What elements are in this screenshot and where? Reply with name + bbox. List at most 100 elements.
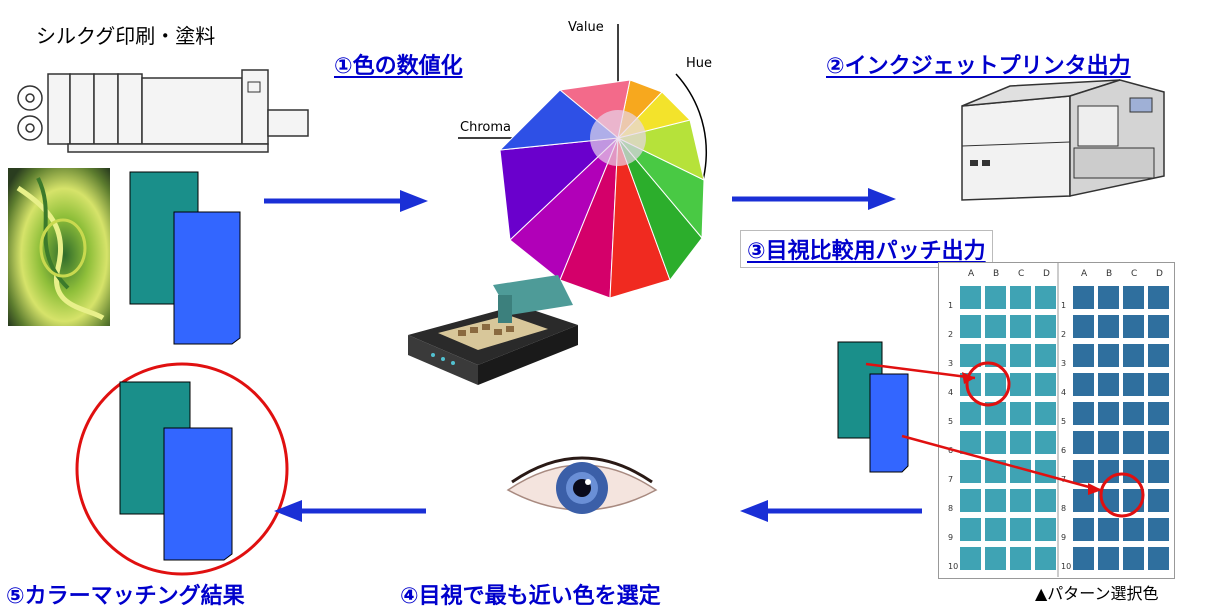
patch-right-patch bbox=[1073, 547, 1094, 570]
patch-left-col-B: B bbox=[993, 269, 999, 279]
patch-right-patch bbox=[1098, 431, 1119, 454]
step4-title: ④目視で最も近い色を選定 bbox=[400, 584, 661, 609]
spectrophotometer-illustration bbox=[408, 275, 578, 385]
step1-title: ①色の数値化 bbox=[334, 54, 463, 79]
patch-left-patch bbox=[960, 547, 981, 570]
patch-left-patch bbox=[985, 315, 1006, 338]
patch-right-patch bbox=[1148, 344, 1169, 367]
patch-right-row-label: 5 bbox=[1061, 417, 1066, 426]
patch-left-patch bbox=[985, 373, 1006, 396]
patch-left-patch bbox=[960, 315, 981, 338]
patch-left-row-label: 9 bbox=[948, 533, 953, 542]
patch-left-row-label: 5 bbox=[948, 417, 953, 426]
patch-left-patch bbox=[985, 518, 1006, 541]
patch-right-patch bbox=[1148, 402, 1169, 425]
patch-right-patch bbox=[1123, 286, 1144, 309]
patch-left-patch bbox=[1035, 344, 1056, 367]
patch-right-patch bbox=[1148, 547, 1169, 570]
patch-right-patch bbox=[1148, 460, 1169, 483]
patch-right-col-D: D bbox=[1156, 269, 1163, 279]
patch-left-patch bbox=[985, 344, 1006, 367]
patch-right-patch bbox=[1098, 518, 1119, 541]
patch-left-patch bbox=[960, 431, 981, 454]
patch-grid: ABCD12345678910ABCD12345678910 bbox=[948, 262, 1169, 577]
patch-right-col-C: C bbox=[1131, 269, 1137, 279]
patch-right-patch bbox=[1073, 431, 1094, 454]
patch-left-patch bbox=[1010, 547, 1031, 570]
eye-illustration bbox=[498, 430, 666, 540]
patch-left-patch bbox=[1035, 286, 1056, 309]
printing-press-illustration bbox=[17, 69, 309, 153]
patch-right-patch bbox=[1098, 344, 1119, 367]
patch-left-row-label: 3 bbox=[948, 359, 953, 368]
patch-right-row-label: 8 bbox=[1061, 504, 1066, 513]
value-axis-label: Value bbox=[568, 20, 604, 35]
patch-right-row-label: 10 bbox=[1061, 562, 1071, 571]
result-swatches bbox=[119, 381, 233, 561]
patch-left-patch bbox=[960, 286, 981, 309]
arrow-to-step4 bbox=[740, 500, 922, 522]
source-swatches bbox=[129, 171, 241, 345]
patch-left-patch bbox=[1035, 431, 1056, 454]
patch-right-row-label: 9 bbox=[1061, 533, 1066, 542]
color-space-diagram bbox=[458, 24, 708, 299]
patch-right-patch bbox=[1148, 373, 1169, 396]
patch-left-patch bbox=[1035, 547, 1056, 570]
patch-left-patch bbox=[1035, 315, 1056, 338]
patch-right-patch bbox=[1073, 402, 1094, 425]
step5-title: ⑤カラーマッチング結果 bbox=[6, 584, 245, 609]
pattern-note: ▲パターン選択色 bbox=[1035, 584, 1159, 603]
patch-right-patch bbox=[1073, 518, 1094, 541]
patch-left-patch bbox=[985, 286, 1006, 309]
patch-right-patch bbox=[1148, 315, 1169, 338]
patch-right-row-label: 4 bbox=[1061, 388, 1066, 397]
patch-left-patch bbox=[960, 489, 981, 512]
patch-right-patch bbox=[1148, 518, 1169, 541]
patch-right-row-label: 3 bbox=[1061, 359, 1066, 368]
patch-left-row-label: 4 bbox=[948, 388, 953, 397]
patch-left-row-label: 7 bbox=[948, 475, 953, 484]
patch-right-patch bbox=[1073, 286, 1094, 309]
patch-left-patch bbox=[1010, 344, 1031, 367]
patch-right-row-label: 6 bbox=[1061, 446, 1066, 455]
arrow-to-step2 bbox=[732, 188, 896, 210]
patch-left-col-C: C bbox=[1018, 269, 1024, 279]
patch-left-row-label: 8 bbox=[948, 504, 953, 513]
patch-right-row-label: 2 bbox=[1061, 330, 1066, 339]
patch-right-patch bbox=[1073, 460, 1094, 483]
patch-left-patch bbox=[960, 460, 981, 483]
patch-left-patch bbox=[1035, 489, 1056, 512]
patch-right-patch bbox=[1123, 518, 1144, 541]
step3-title: ③目視比較用パッチ出力 bbox=[740, 230, 993, 268]
patch-right-patch bbox=[1123, 547, 1144, 570]
patch-right-patch bbox=[1098, 373, 1119, 396]
patch-left-patch bbox=[1010, 489, 1031, 512]
patch-left-patch bbox=[1035, 373, 1056, 396]
patch-right-patch bbox=[1123, 431, 1144, 454]
patch-right-patch bbox=[1073, 489, 1094, 512]
patch-left-patch bbox=[985, 431, 1006, 454]
patch-left-patch bbox=[1010, 402, 1031, 425]
patch-right-row-label: 1 bbox=[1061, 301, 1066, 310]
patch-left-patch bbox=[985, 402, 1006, 425]
patch-right-patch bbox=[1098, 286, 1119, 309]
patch-left-row-label: 2 bbox=[948, 330, 953, 339]
patch-right-patch bbox=[1148, 431, 1169, 454]
patch-right-patch bbox=[1123, 344, 1144, 367]
patch-left-patch bbox=[1010, 373, 1031, 396]
patch-left-row-label: 10 bbox=[948, 562, 958, 571]
patch-right-patch bbox=[1123, 402, 1144, 425]
patch-left-patch bbox=[1010, 286, 1031, 309]
source-media-label: シルクグ印刷・塗料 bbox=[36, 24, 216, 48]
patch-right-patch bbox=[1148, 286, 1169, 309]
patch-left-patch bbox=[1035, 518, 1056, 541]
patch-right-col-A: A bbox=[1081, 269, 1088, 279]
patch-left-patch bbox=[985, 489, 1006, 512]
patch-right-patch bbox=[1098, 315, 1119, 338]
inkjet-printer-illustration bbox=[961, 79, 1165, 201]
patch-left-row-label: 1 bbox=[948, 301, 953, 310]
patch-right-patch bbox=[1073, 344, 1094, 367]
arrow-to-step1 bbox=[264, 190, 428, 212]
patch-left-patch bbox=[1010, 518, 1031, 541]
